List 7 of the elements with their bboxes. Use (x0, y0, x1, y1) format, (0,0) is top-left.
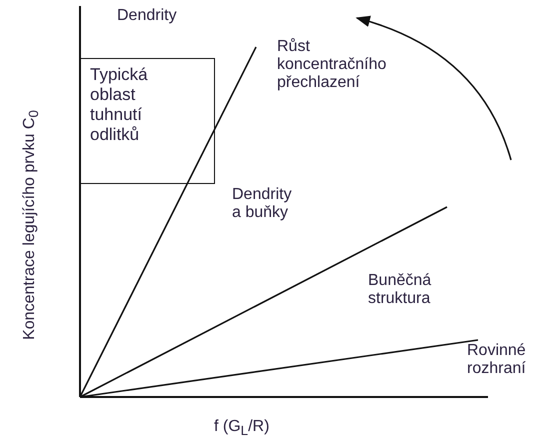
region-label: Buněčná struktura (368, 272, 432, 308)
region-label: Dendrity a buňky (232, 186, 293, 222)
region-label: Dendrity (117, 7, 177, 25)
region-label: Růst koncentračního přechlazení (277, 38, 388, 92)
region-box: Typická oblast tuhnutí odlitků (80, 58, 215, 184)
axis-title: f (G$_{L}$/R) (214, 418, 270, 440)
region-label: Rovinné rozhraní (467, 342, 527, 378)
